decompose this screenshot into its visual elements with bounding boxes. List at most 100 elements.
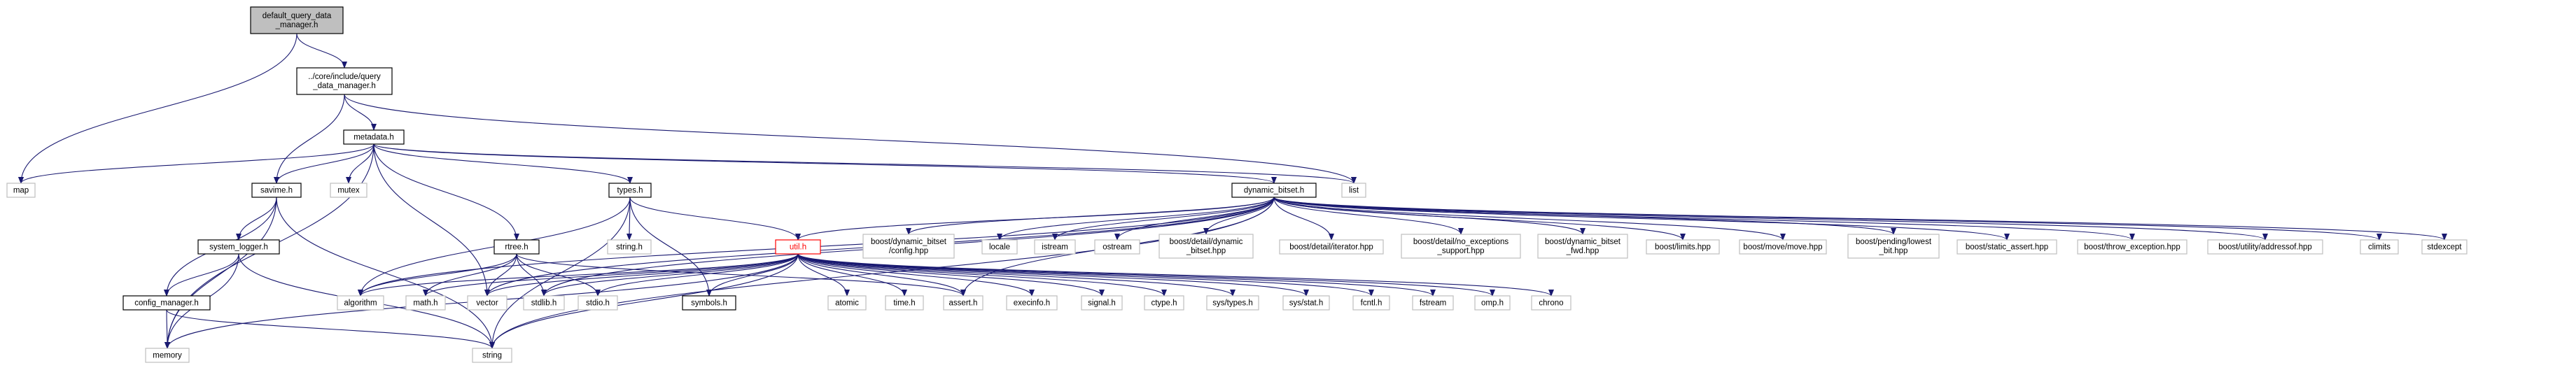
node-bfwd: boost/dynamic_bitset_fwd.hpp [1537, 234, 1628, 259]
node-metadata[interactable]: metadata.h [343, 129, 405, 145]
node-algorithm: algorithm [337, 295, 384, 311]
node-box [1412, 295, 1454, 311]
node-box [251, 183, 302, 198]
node-ostream: ostream [1094, 239, 1140, 255]
node-label: ostream [1102, 243, 1132, 252]
edge-metadata-to-rtree [373, 143, 519, 241]
node-label: signal.h [1088, 299, 1116, 308]
edge-util-to-systypes [797, 253, 1236, 297]
node-label: /config.hpp [889, 247, 928, 255]
node-box [2360, 239, 2399, 255]
node-label: _manager.h [275, 21, 318, 29]
node-savime[interactable]: savime.h [251, 183, 302, 198]
node-dynbitset[interactable]: dynamic_bitset.h [1231, 183, 1317, 198]
node-box [250, 6, 344, 34]
node-blowest: boost/pending/lowest_bit.hpp [1847, 234, 1940, 259]
node-box [1341, 183, 1366, 198]
node-label: atomic [835, 299, 859, 308]
node-box [2207, 239, 2323, 255]
node-symbols[interactable]: symbols.h [682, 295, 736, 311]
node-rtree[interactable]: rtree.h [493, 239, 540, 255]
edge-qdm-to-metadata [344, 94, 377, 131]
node-systypes: sys/types.h [1206, 295, 1259, 311]
node-stdio: stdio.h [578, 295, 618, 311]
node-util[interactable]: util.h [775, 239, 821, 255]
node-configmgr[interactable]: config_manager.h [122, 295, 211, 311]
node-label: fcntl.h [1361, 299, 1382, 308]
node-box [1094, 239, 1140, 255]
node-bdetaildyn: boost/detail/dynamic_bitset.hpp [1158, 234, 1254, 259]
node-execinfo: execinfo.h [1006, 295, 1058, 311]
node-box [981, 239, 1018, 255]
node-label: boost/move/move.hpp [1743, 243, 1822, 252]
node-label: _data_manager.h [312, 82, 376, 90]
node-map: map [6, 183, 36, 198]
node-types[interactable]: types.h [608, 183, 652, 198]
node-box [1206, 295, 1259, 311]
edge-dynbitset-to-string [489, 197, 1275, 349]
edge-qdm-to-savime [274, 94, 345, 184]
edge-dynbitset-to-bconfig [906, 197, 1275, 235]
node-qdm[interactable]: ../core/include/query_data_manager.h [296, 67, 393, 95]
node-label: boost/throw_exception.hpp [2084, 243, 2180, 252]
node-box [1034, 239, 1076, 255]
node-memory: memory [145, 348, 190, 363]
edge-dynbitset-to-ostream [1114, 197, 1275, 241]
node-box [1282, 295, 1330, 311]
node-blimits: boost/limits.hpp [1646, 239, 1720, 255]
edge-rtree-to-mathh [423, 253, 517, 297]
node-chrono: chrono [1531, 295, 1572, 311]
node-stdexcept: stdexcept [2421, 239, 2468, 255]
node-box [6, 183, 36, 198]
node-stdlib: stdlib.h [523, 295, 565, 311]
node-box [523, 295, 565, 311]
node-label: fstream [1420, 299, 1446, 308]
nodes-layer: default_query_data_manager.h ../core/incl… [6, 6, 2468, 363]
node-bmove: boost/move/move.hpp [1739, 239, 1827, 255]
node-label: stdlib.h [531, 299, 556, 308]
edge-types-to-symbols [629, 197, 712, 297]
edge-util-to-timeh [797, 253, 907, 297]
node-label: execinfo.h [1014, 299, 1050, 308]
edge-util-to-atomic [797, 253, 850, 297]
node-climits: climits [2360, 239, 2399, 255]
node-atomic: atomic [827, 295, 867, 311]
node-box [337, 295, 384, 311]
node-syslogger[interactable]: system_logger.h [197, 239, 280, 255]
edge-rtree-to-asserth [516, 253, 966, 297]
node-label: symbols.h [691, 299, 727, 308]
node-label: boost/limits.hpp [1655, 243, 1711, 252]
edge-metadata-to-types [373, 143, 633, 184]
node-label: ctype.h [1151, 299, 1177, 308]
node-box [1956, 239, 2057, 255]
node-box [578, 295, 618, 311]
node-label: istream [1042, 243, 1068, 252]
node-label: system_logger.h [209, 243, 268, 252]
edge-dynbitset-to-bnoexc [1273, 197, 1464, 235]
edge-rtree-to-stdlib [516, 253, 547, 297]
node-box [2421, 239, 2468, 255]
node-sysstat: sys/stat.h [1282, 295, 1330, 311]
node-mutex: mutex [330, 183, 368, 198]
node-label: boost/detail/iterator.hpp [1289, 243, 1373, 252]
node-box [296, 67, 393, 95]
edge-rtree-to-stdio [516, 253, 601, 297]
node-list: list [1341, 183, 1366, 198]
node-label: omp.h [1481, 299, 1504, 308]
node-box [197, 239, 280, 255]
edge-metadata-to-savime [274, 143, 374, 184]
edge-util-to-execinfo [797, 253, 1035, 297]
node-label: memory [153, 352, 182, 360]
node-label: algorithm [344, 299, 377, 308]
node-label: dynamic_bitset.h [1244, 187, 1304, 195]
node-box [827, 295, 867, 311]
node-box [943, 295, 983, 311]
node-label: time.h [893, 299, 915, 308]
node-bnoexc: boost/detail/no_exceptions_support.hpp [1401, 234, 1521, 259]
node-label: stdexcept [2427, 243, 2462, 252]
node-label: sys/stat.h [1289, 299, 1324, 308]
node-label: list [1349, 187, 1359, 195]
node-root[interactable]: default_query_data_manager.h [250, 6, 344, 34]
node-label: boost/detail/no_exceptions [1413, 238, 1508, 246]
node-box [1158, 234, 1254, 259]
